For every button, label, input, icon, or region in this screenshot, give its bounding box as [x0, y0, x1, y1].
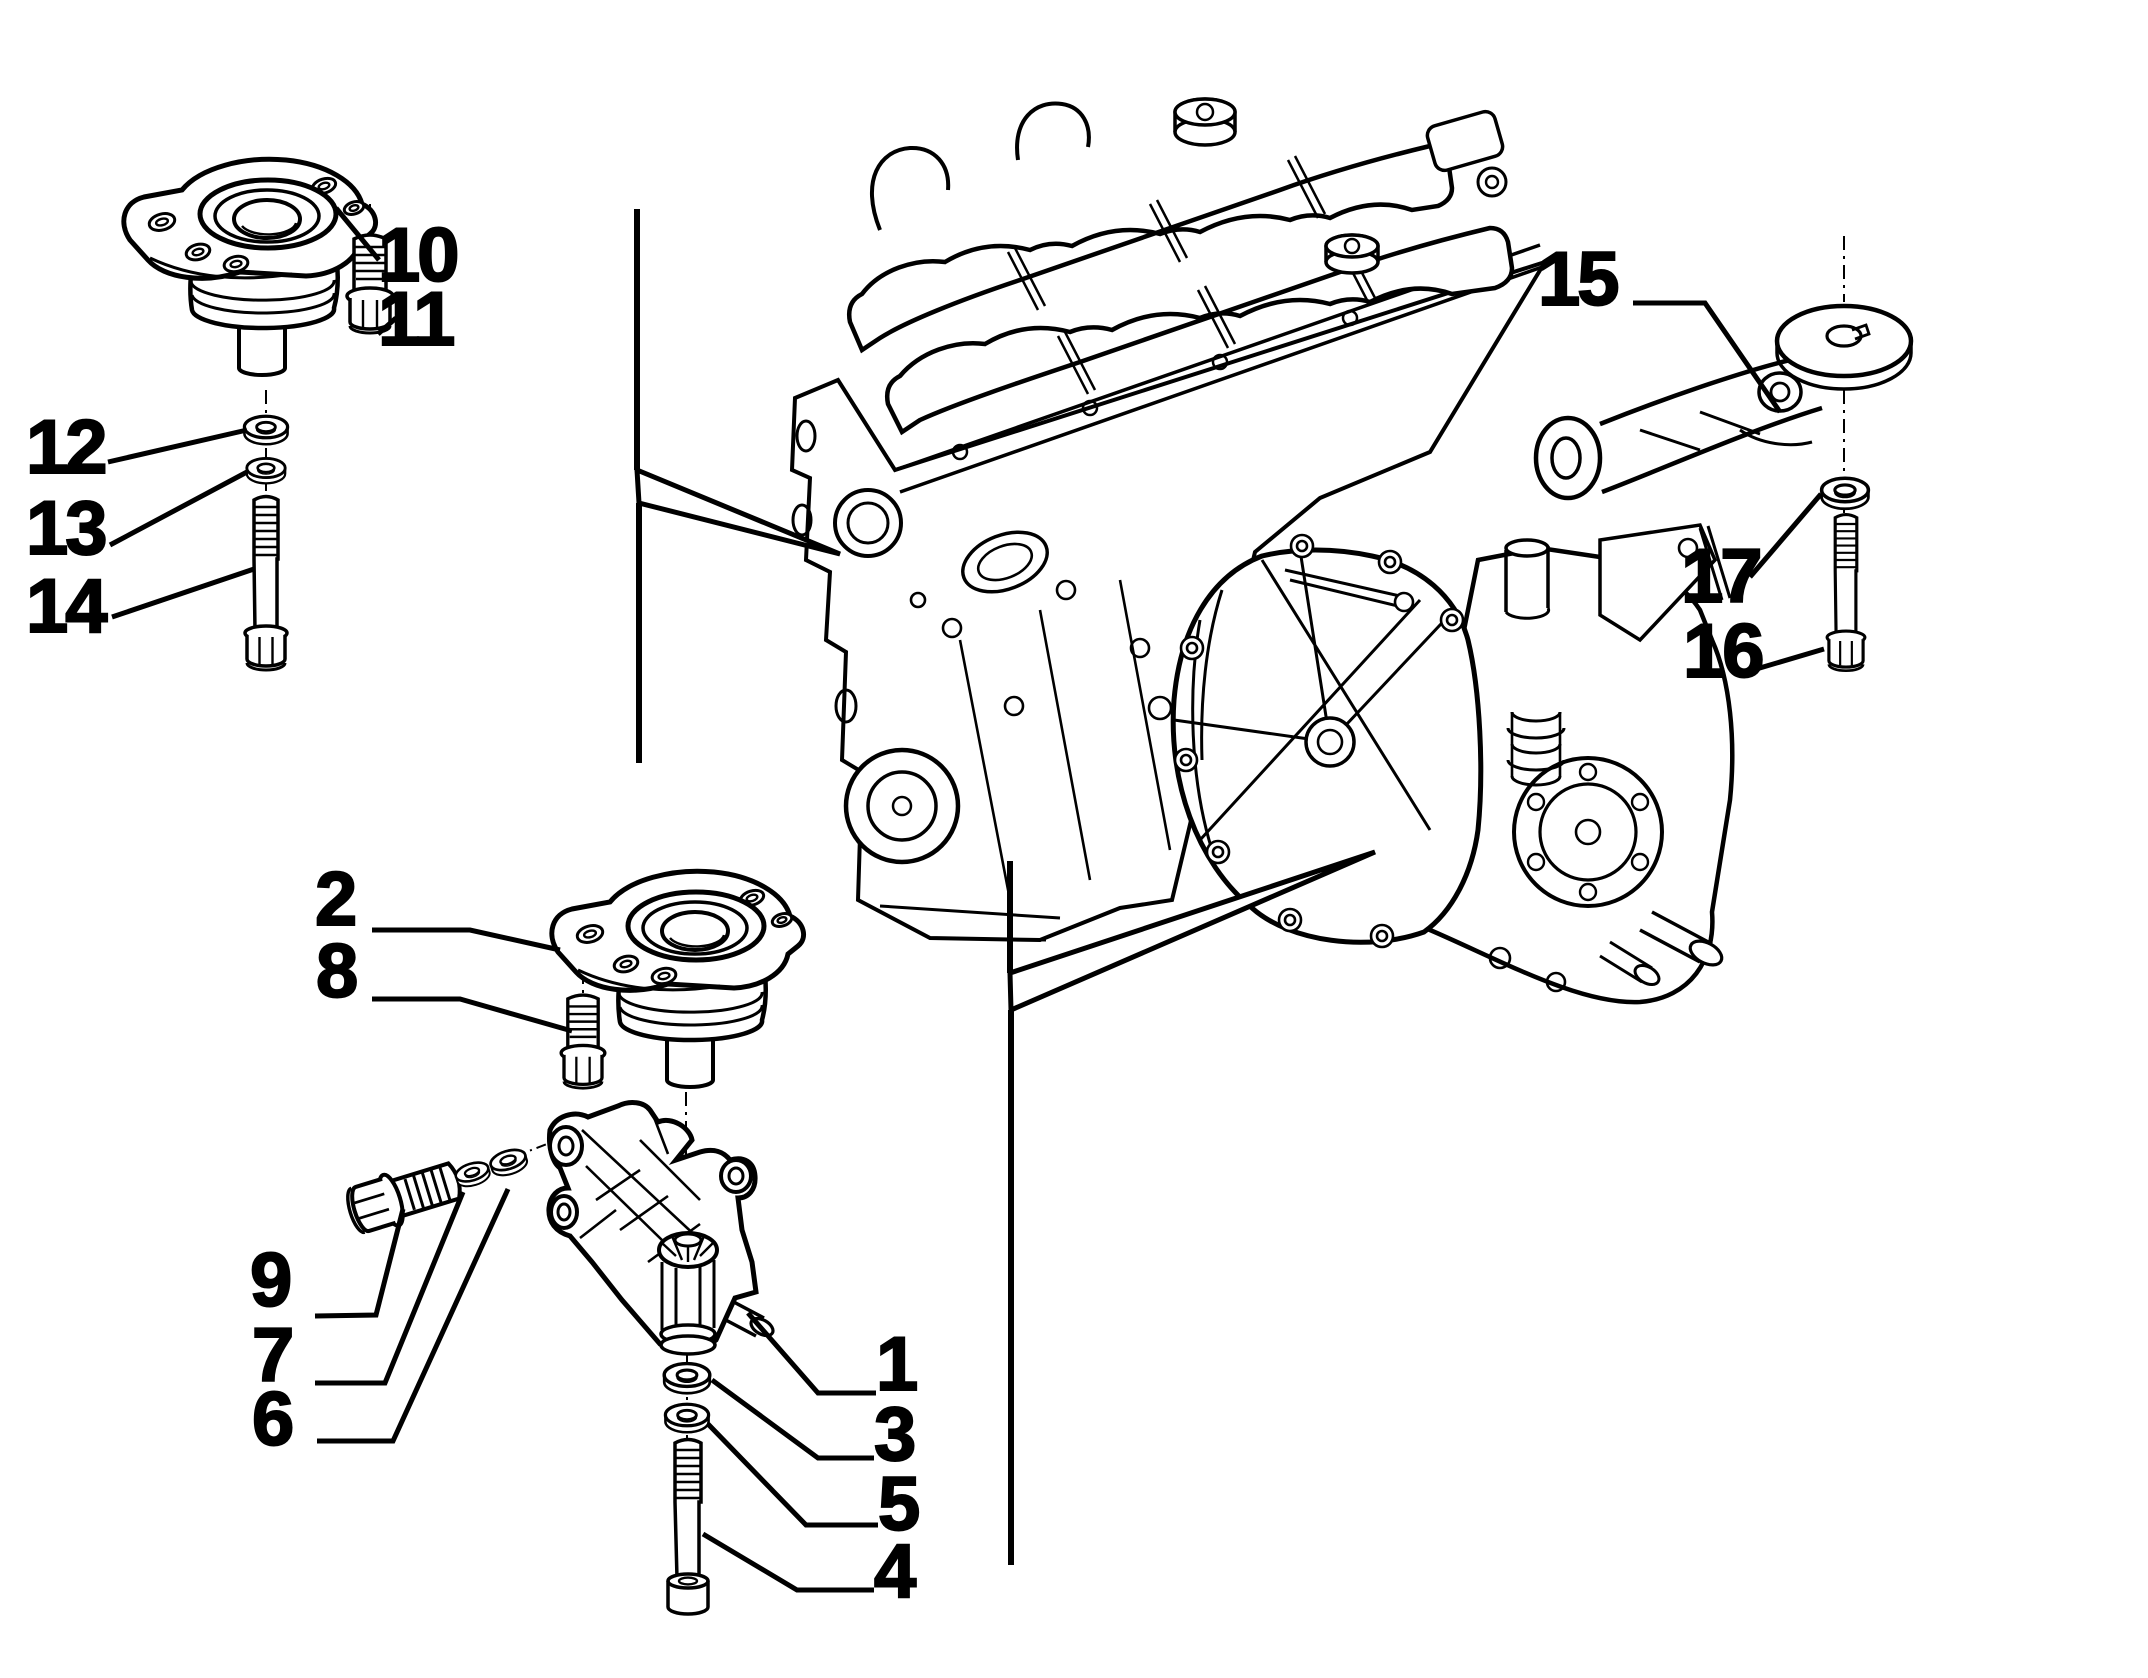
- shift-boot: [1506, 711, 1566, 787]
- crank-seal-bore: [843, 747, 961, 865]
- callout-label-16: 16: [1682, 609, 1766, 694]
- leader-line-2: [372, 927, 561, 953]
- flange-slot: [795, 419, 817, 453]
- head-bolt-boss: [1341, 309, 1359, 327]
- engine-block-outline: [789, 258, 1550, 943]
- callout-label-9: 9: [249, 1238, 293, 1323]
- leader-line-11: [376, 316, 398, 336]
- selector-tower: [1504, 538, 1551, 620]
- part-3-washer: [662, 1361, 712, 1395]
- part-10-engine-mount: [124, 159, 376, 375]
- engine-drawing: [789, 97, 1550, 943]
- callout-label-14: 14: [25, 564, 109, 649]
- leader-line-10: [334, 206, 381, 262]
- leader-line-13: [108, 469, 249, 548]
- callout-label-15: 15: [1537, 237, 1621, 322]
- part-15-torque-rod: [1533, 303, 1914, 501]
- leader-line-1: [746, 1311, 876, 1396]
- leader-line-17: [1748, 492, 1823, 579]
- lift-hook: [869, 145, 951, 231]
- leader-line-9: [314, 1208, 406, 1319]
- callout-label-10: 10: [377, 213, 461, 298]
- leader-line-15: [1633, 300, 1783, 414]
- callout-label-12: 12: [25, 405, 109, 490]
- lever-bracket: [1598, 523, 1732, 643]
- leader-line-3: [710, 1377, 874, 1461]
- leader-line-4: [701, 1531, 874, 1593]
- part-6-washer: [486, 1144, 531, 1181]
- group-arrow-upper: [634, 466, 841, 557]
- lift-hook: [1015, 101, 1091, 161]
- leader-lines: [107, 206, 1825, 1593]
- group-arrow-lower: [1007, 849, 1376, 1014]
- flange-slot: [791, 503, 813, 537]
- callout-label-7: 7: [251, 1313, 295, 1398]
- part-14-bolt: [243, 494, 289, 672]
- torque-rod-cluster: [1533, 236, 1914, 673]
- part-7-washer: [452, 1157, 494, 1192]
- part-13-washer: [245, 456, 287, 485]
- bell-bolt-bosses: [1173, 533, 1465, 949]
- part-12-washer: [242, 414, 290, 446]
- cam-cap-lines: [1006, 155, 1327, 311]
- cam-sensor: [1425, 109, 1508, 198]
- callout-label-1: 1: [875, 1322, 919, 1407]
- block-ribs: [958, 579, 1172, 901]
- callout-label-3: 3: [873, 1392, 917, 1477]
- clutch-lever: [1284, 568, 1415, 613]
- callout-label-11: 11: [377, 277, 456, 362]
- head-bolt-boss: [1211, 353, 1229, 371]
- part-16-bolt: [1825, 512, 1867, 673]
- part-17-washer: [1819, 476, 1871, 511]
- water-pump-bore: [833, 488, 903, 558]
- part-8-bolt: [559, 993, 607, 1090]
- callout-label-4: 4: [873, 1529, 917, 1614]
- leader-line-7: [315, 1191, 466, 1386]
- callout-label-6: 6: [251, 1377, 295, 1462]
- head-bolt-boss: [951, 443, 969, 461]
- leader-line-14: [111, 566, 255, 620]
- callout-label-17: 17: [1680, 534, 1764, 619]
- leader-line-5: [706, 1422, 878, 1528]
- callout-label-2: 2: [314, 857, 358, 942]
- callout-label-13: 13: [25, 486, 109, 571]
- end-cover: [1512, 756, 1664, 908]
- part-1-support-bracket: [546, 1100, 775, 1356]
- leader-line-6: [317, 1187, 511, 1444]
- flange-slot: [834, 688, 858, 724]
- callout-label-5: 5: [877, 1462, 921, 1547]
- oil-cap: [1173, 97, 1237, 147]
- bell-struts: [1173, 549, 1458, 842]
- lower-mount-cluster: [343, 871, 804, 1616]
- leader-line-12: [107, 427, 248, 465]
- transmission-drawing: [1170, 523, 1735, 1005]
- cam-cover-rear: [847, 143, 1455, 354]
- group-arrows: [634, 209, 1376, 1565]
- cam-cap-lines: [1056, 239, 1377, 395]
- head-bolt-boss: [1081, 399, 1099, 417]
- leader-line-8: [372, 996, 573, 1034]
- leader-line-16: [1752, 646, 1825, 673]
- cam-end-plug: [1324, 233, 1380, 275]
- part-4-bolt: [666, 1437, 710, 1616]
- sump-lines: [879, 904, 1061, 942]
- part-5-washer: [663, 1402, 711, 1434]
- upper-mount-cluster: [124, 159, 395, 672]
- output-stubs: [1599, 910, 1724, 986]
- callout-label-8: 8: [315, 929, 359, 1014]
